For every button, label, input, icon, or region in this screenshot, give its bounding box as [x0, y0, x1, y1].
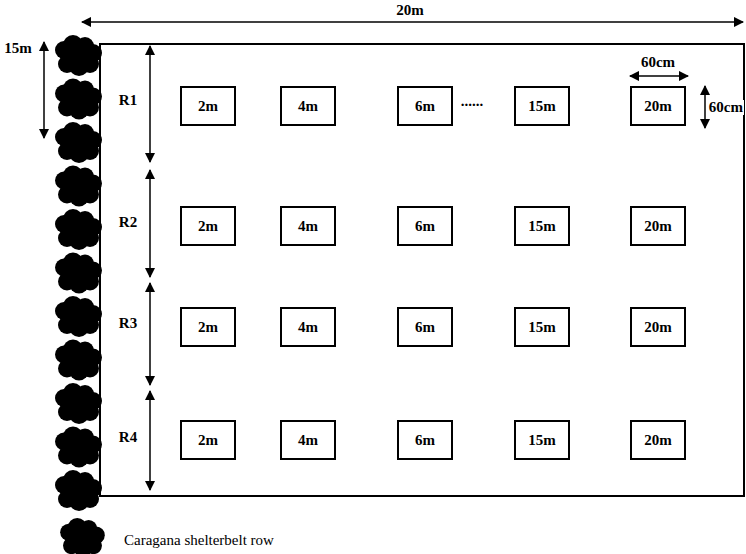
- sample-plot: 2m: [180, 86, 236, 126]
- distance-label: 20m: [644, 433, 672, 448]
- row-arrow: [149, 391, 151, 490]
- row-arrow: [149, 283, 151, 385]
- distance-label: 15m: [528, 320, 556, 335]
- distance-label: 4m: [298, 219, 318, 234]
- distance-label: 15m: [528, 99, 556, 114]
- shrub-lobe: [66, 218, 90, 242]
- shrub-lobe: [66, 349, 90, 373]
- dimension-arrow: [630, 75, 688, 77]
- shrub-lobe: [66, 175, 90, 199]
- row-label: R1: [118, 93, 138, 108]
- dimension-label: 20m: [395, 3, 425, 18]
- distance-label: 4m: [298, 99, 318, 114]
- distance-label: 4m: [298, 320, 318, 335]
- sample-plot: 6m: [397, 206, 453, 246]
- sample-plot: 6m: [397, 307, 453, 347]
- shrub-lobe: [66, 88, 90, 112]
- legend-shrub: [60, 518, 105, 554]
- shrub-lobe: [66, 392, 90, 416]
- legend-text: Caragana shelterbelt row: [124, 533, 274, 548]
- field-border: [100, 44, 744, 496]
- sample-plot: 15m: [514, 307, 570, 347]
- row-label: R4: [118, 430, 138, 445]
- shrub-lobe: [66, 436, 90, 460]
- sample-plot: 20m: [630, 307, 686, 347]
- distance-label: 20m: [644, 320, 672, 335]
- sample-plot: 15m: [514, 206, 570, 246]
- row-arrow: [149, 46, 151, 162]
- distance-label: 6m: [415, 320, 435, 335]
- ellipsis: ......: [460, 94, 485, 109]
- row-label: R2: [118, 215, 138, 230]
- distance-label: 20m: [644, 99, 672, 114]
- distance-label: 6m: [415, 99, 435, 114]
- shrub-lobe: [66, 44, 90, 68]
- shrub-lobe: [66, 479, 90, 503]
- sample-plot: 4m: [280, 86, 336, 126]
- width-arrow: [82, 21, 743, 23]
- sample-plot: 4m: [280, 206, 336, 246]
- dimension-arrow: [704, 86, 706, 128]
- dimension-label: 60cm: [640, 55, 676, 70]
- sample-plot: 6m: [397, 420, 453, 460]
- sample-plot: 20m: [630, 206, 686, 246]
- dimension-label: 60cm: [708, 100, 744, 115]
- distance-label: 6m: [415, 433, 435, 448]
- distance-label: 6m: [415, 219, 435, 234]
- sample-plot: 15m: [514, 86, 570, 126]
- plot-arrow: [43, 42, 45, 138]
- distance-label: 2m: [198, 219, 218, 234]
- dimension-label: 15m: [3, 41, 33, 56]
- sample-plot: 20m: [630, 86, 686, 126]
- sample-plot: 4m: [280, 420, 336, 460]
- distance-label: 2m: [198, 320, 218, 335]
- shrub-lobe: [66, 262, 90, 286]
- row-arrow: [149, 170, 151, 277]
- shrub-lobe: [71, 527, 94, 550]
- sample-plot: 2m: [180, 307, 236, 347]
- row-label: R3: [118, 316, 138, 331]
- sample-plot: 4m: [280, 307, 336, 347]
- distance-label: 4m: [298, 433, 318, 448]
- distance-label: 2m: [198, 99, 218, 114]
- shrub-lobe: [66, 305, 90, 329]
- sample-plot: 20m: [630, 420, 686, 460]
- distance-label: 15m: [528, 219, 556, 234]
- distance-label: 15m: [528, 433, 556, 448]
- distance-label: 2m: [198, 433, 218, 448]
- distance-label: 20m: [644, 219, 672, 234]
- sample-plot: 2m: [180, 420, 236, 460]
- sample-plot: 15m: [514, 420, 570, 460]
- sample-plot: 6m: [397, 86, 453, 126]
- shelterbelt-row: [55, 35, 102, 511]
- sample-plot: 2m: [180, 206, 236, 246]
- shrub-lobe: [66, 131, 90, 155]
